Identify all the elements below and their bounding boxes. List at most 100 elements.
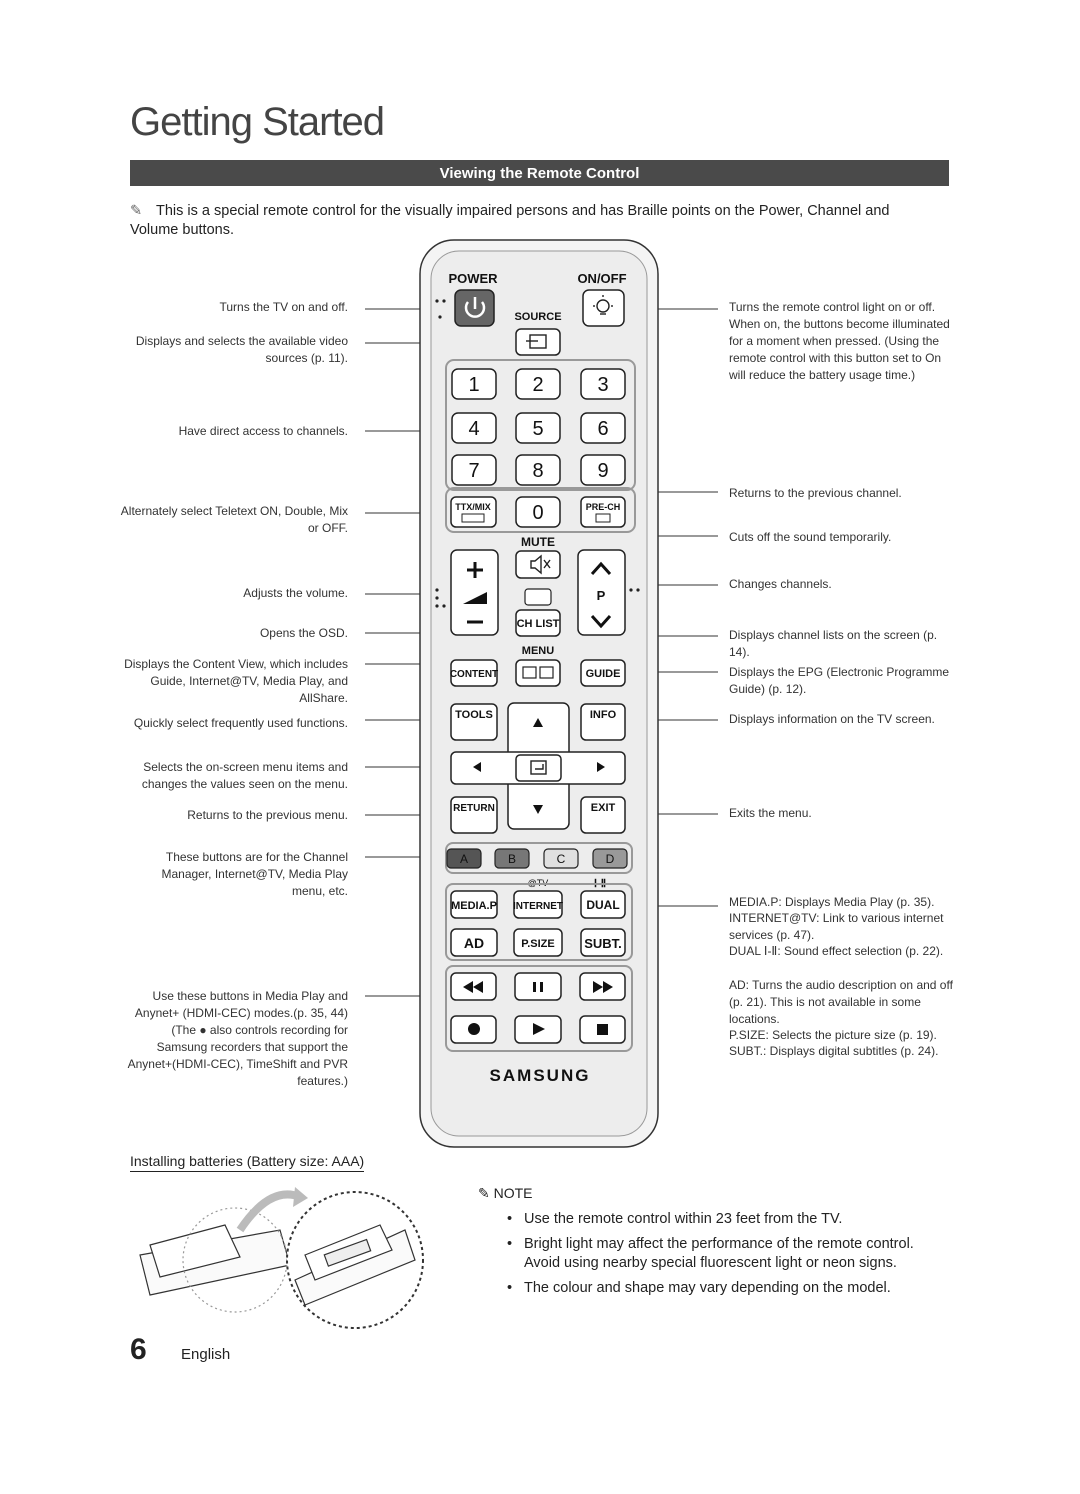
- down-arrow-icon: [533, 805, 543, 814]
- pre-ch-button[interactable]: [580, 496, 626, 528]
- color-button-b[interactable]: [494, 848, 530, 869]
- label-ad: AD: Turns the audio description on and o…: [729, 978, 953, 1026]
- media-p-button[interactable]: [450, 890, 498, 919]
- guide-label: GUIDE: [586, 668, 621, 680]
- label-volume: Adjusts the volume.: [243, 586, 348, 600]
- note-item: •The colour and shape may vary depending…: [507, 1280, 891, 1296]
- digit-button-7-label: 7: [468, 460, 479, 482]
- stop-icon: [597, 1024, 608, 1035]
- label-info: Displays information on the TV screen.: [729, 712, 935, 726]
- ch-list-button[interactable]: [515, 609, 561, 637]
- digit-button-2[interactable]: [515, 368, 561, 400]
- digit-button-3[interactable]: [580, 368, 626, 400]
- fast-forward-icon: [593, 981, 603, 993]
- source-button[interactable]: [515, 328, 561, 356]
- return-button[interactable]: [450, 796, 498, 834]
- label-return: Returns to the previous menu.: [187, 808, 348, 822]
- ad-button[interactable]: [450, 928, 498, 957]
- label-digits: Have direct access to channels.: [178, 424, 348, 438]
- color-button-a[interactable]: [446, 848, 482, 869]
- label-channel: Changes channels.: [729, 577, 832, 591]
- menu-label: MENU: [522, 645, 554, 657]
- label-content: Displays the Content View, which include…: [124, 657, 348, 705]
- label-mute: Cuts off the sound temporarily.: [729, 530, 892, 544]
- pencil-note-icon: ✎: [478, 1185, 494, 1201]
- digit-button-4-label: 4: [468, 418, 479, 440]
- tools-button[interactable]: [450, 703, 498, 741]
- exit-label: EXIT: [591, 802, 616, 814]
- digit-button-1-label: 1: [468, 374, 479, 396]
- pause-icon: [533, 982, 536, 992]
- menu-icon: [522, 666, 554, 679]
- page-title: Getting Started: [130, 100, 385, 144]
- digit-button-8[interactable]: [515, 454, 561, 486]
- note-item: •Bright light may affect the performance…: [507, 1236, 914, 1271]
- guide-button[interactable]: [580, 659, 626, 687]
- digit-button-1[interactable]: [451, 368, 497, 400]
- digit-button-4[interactable]: [451, 412, 497, 444]
- fast-forward-button[interactable]: [579, 972, 626, 1001]
- note-heading: ✎ NOTE: [478, 1185, 533, 1201]
- content-button[interactable]: [450, 659, 498, 687]
- bulb-icon: [593, 295, 613, 315]
- pencil-note-icon: ✎: [130, 203, 143, 219]
- onoff-label: ON/OFF: [577, 271, 626, 286]
- subt-label: SUBT.: [584, 936, 622, 951]
- mute-label: MUTE: [521, 535, 555, 549]
- digit-button-0[interactable]: [515, 496, 561, 528]
- digit-button-8-label: 8: [532, 460, 543, 482]
- internet-label: INTERNET: [513, 901, 563, 912]
- info-label: INFO: [590, 709, 617, 721]
- channel-rocker[interactable]: [577, 549, 626, 636]
- subt-button[interactable]: [580, 928, 626, 957]
- pause-button[interactable]: [514, 972, 562, 1001]
- label-ttx: Alternately select Teletext ON, Double, …: [120, 504, 348, 535]
- volume-ramp-icon: [463, 592, 487, 604]
- exit-button[interactable]: [580, 796, 626, 834]
- label-colors: These buttons are for the Channel Manage…: [161, 850, 348, 898]
- channel-arrows: [590, 561, 612, 629]
- source-label: SOURCE: [514, 311, 561, 323]
- power-icon: [464, 297, 486, 318]
- label-dual: DUAL Ⅰ-Ⅱ: Sound effect selection (p. 22)…: [729, 944, 944, 958]
- rewind-button[interactable]: [450, 972, 497, 1001]
- label-chlist: Displays channel lists on the screen (p.…: [729, 628, 938, 659]
- light-button[interactable]: [582, 289, 625, 327]
- internet-button[interactable]: [513, 890, 563, 919]
- volume-symbols: [467, 562, 483, 624]
- battery-illustration: [139, 1187, 424, 1329]
- label-power: Turns the TV on and off.: [219, 300, 348, 314]
- label-tools: Quickly select frequently used functions…: [133, 716, 348, 730]
- digit-button-6[interactable]: [580, 412, 626, 444]
- intro-sentence: This is a special remote control for the…: [130, 203, 890, 238]
- digit-button-9[interactable]: [580, 454, 626, 486]
- dual-button[interactable]: [580, 890, 626, 919]
- info-button[interactable]: [580, 703, 626, 741]
- color-button-c[interactable]: [543, 848, 579, 869]
- power-label: POWER: [448, 271, 498, 286]
- enter-button[interactable]: [515, 754, 562, 782]
- page-language: English: [181, 1346, 231, 1363]
- digit-button-7[interactable]: [451, 454, 497, 486]
- label-menu: Opens the OSD.: [259, 626, 348, 640]
- digit-button-5-label: 5: [532, 418, 543, 440]
- digit-button-2-label: 2: [532, 374, 543, 396]
- color-button-d[interactable]: [592, 848, 628, 869]
- record-icon: [468, 1023, 480, 1035]
- dual-label: DUAL: [586, 898, 619, 912]
- note-item: •Use the remote control within 23 feet f…: [507, 1211, 843, 1227]
- return-label: RETURN: [453, 803, 495, 814]
- osd-icon-button[interactable]: [524, 588, 552, 606]
- label-onoff: Turns the remote control light on or off…: [729, 300, 950, 382]
- mute-button[interactable]: [515, 550, 561, 579]
- label-internet: INTERNET@TV: Link to various internet se…: [729, 911, 944, 942]
- p-size-button[interactable]: [513, 928, 563, 957]
- volume-rocker[interactable]: [450, 549, 499, 636]
- content-label: CONTENT: [450, 669, 498, 680]
- left-arrow-icon: [473, 762, 481, 772]
- digit-button-5[interactable]: [515, 412, 561, 444]
- label-mediap: MEDIA.P: Displays Media Play (p. 35).: [729, 895, 935, 909]
- digit-button-0-label: 0: [532, 502, 543, 524]
